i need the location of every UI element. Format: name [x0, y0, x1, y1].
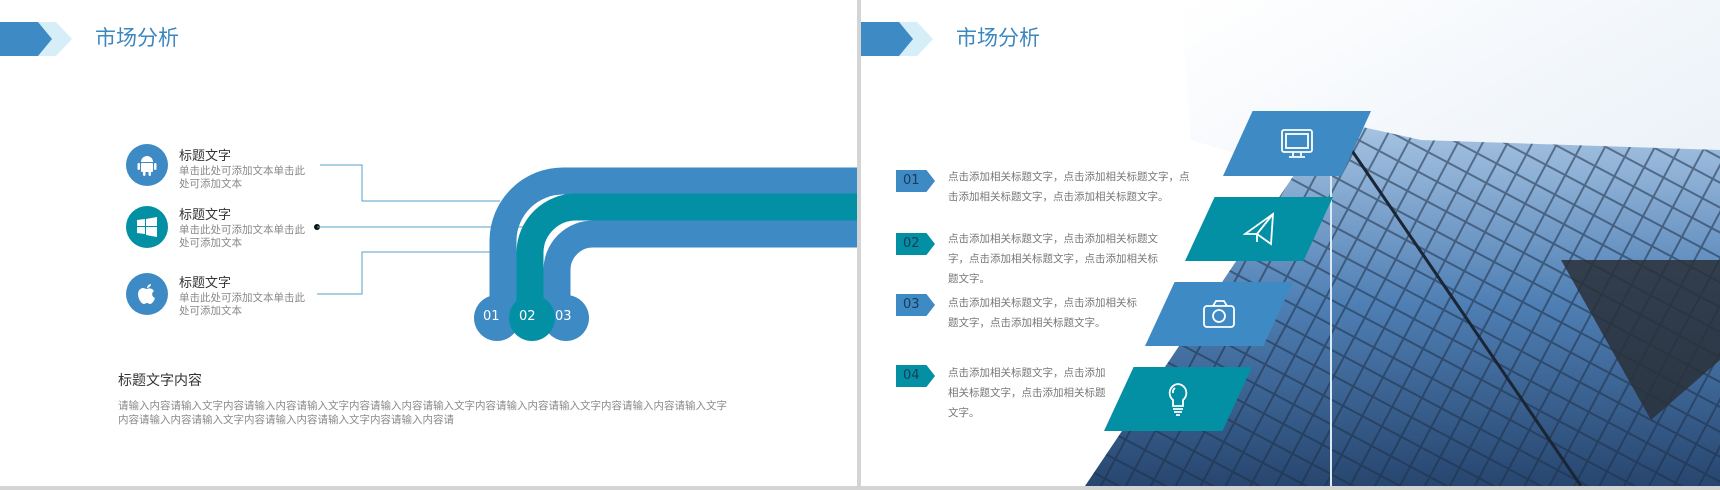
item-text: 点击添加相关标题文字，点击添加相关标题文字，点击添加相关标题文字。 — [948, 297, 1137, 329]
number-tag-02: 02 — [896, 233, 935, 255]
item-desc: 单击此处可添加文本单击此处可添加文本 — [179, 165, 305, 190]
pipe-02 — [516, 193, 857, 318]
item-title: 标题文字 — [179, 208, 232, 223]
pipe-diagram — [314, 164, 857, 341]
windows-icon — [126, 206, 168, 248]
number-tag-04: 04 — [896, 365, 935, 387]
apple-icon — [126, 273, 168, 315]
item-text: 点击添加相关标题文字，点击添加相关标题文字，点击添加相关标题文字，点击添加相关标… — [948, 171, 1190, 203]
slide-title: 市场分析 — [95, 26, 179, 50]
header-chevron-icon — [0, 22, 72, 56]
connector-line-1 — [320, 164, 500, 202]
pipe-end-03 — [543, 295, 589, 341]
slide-1[interactable]: 市场分析 01 02 03 标题文字 单击此处可添加文本单击此处可添加文本 标题… — [0, 0, 857, 486]
android-icon — [126, 144, 168, 186]
content-text: 请输入内容请输入文字内容请输入内容请输入文字内容请输入内容请输入文字内容请输入内… — [118, 400, 727, 426]
item-desc: 单击此处可添加文本单击此处可添加文本 — [179, 292, 305, 317]
pipe-03 — [543, 220, 857, 318]
number-tag-01: 01 — [896, 170, 935, 192]
slide-2[interactable]: 市场分析 01 点击添加相关标题文字，点击添加相关标题文字，点击添加相关标题文字… — [861, 0, 1720, 486]
pipe-01 — [489, 167, 857, 318]
pipe-label-03: 03 — [555, 309, 572, 324]
item-text: 点击添加相关标题文字，点击添加相关标题文字，点击添加相关标题文字。 — [948, 367, 1106, 419]
item-title: 标题文字 — [179, 276, 232, 291]
item-title: 标题文字 — [179, 149, 232, 164]
building-photo — [1085, 0, 1720, 486]
content-title: 标题文字内容 — [118, 373, 202, 389]
pipe-label-01: 01 — [483, 309, 500, 324]
item-text: 点击添加相关标题文字，点击添加相关标题文字，点击添加相关标题文字，点击添加相关标… — [948, 233, 1158, 285]
header-chevron-icon — [861, 22, 933, 56]
pipe-end-02 — [509, 295, 555, 341]
number-tag-03: 03 — [896, 294, 935, 316]
item-desc: 单击此处可添加文本单击此处可添加文本 — [179, 224, 305, 249]
slide-title: 市场分析 — [956, 26, 1040, 50]
connector-line-3 — [317, 251, 500, 295]
pipe-label-02: 02 — [519, 309, 536, 324]
pipe-end-01 — [474, 295, 520, 341]
